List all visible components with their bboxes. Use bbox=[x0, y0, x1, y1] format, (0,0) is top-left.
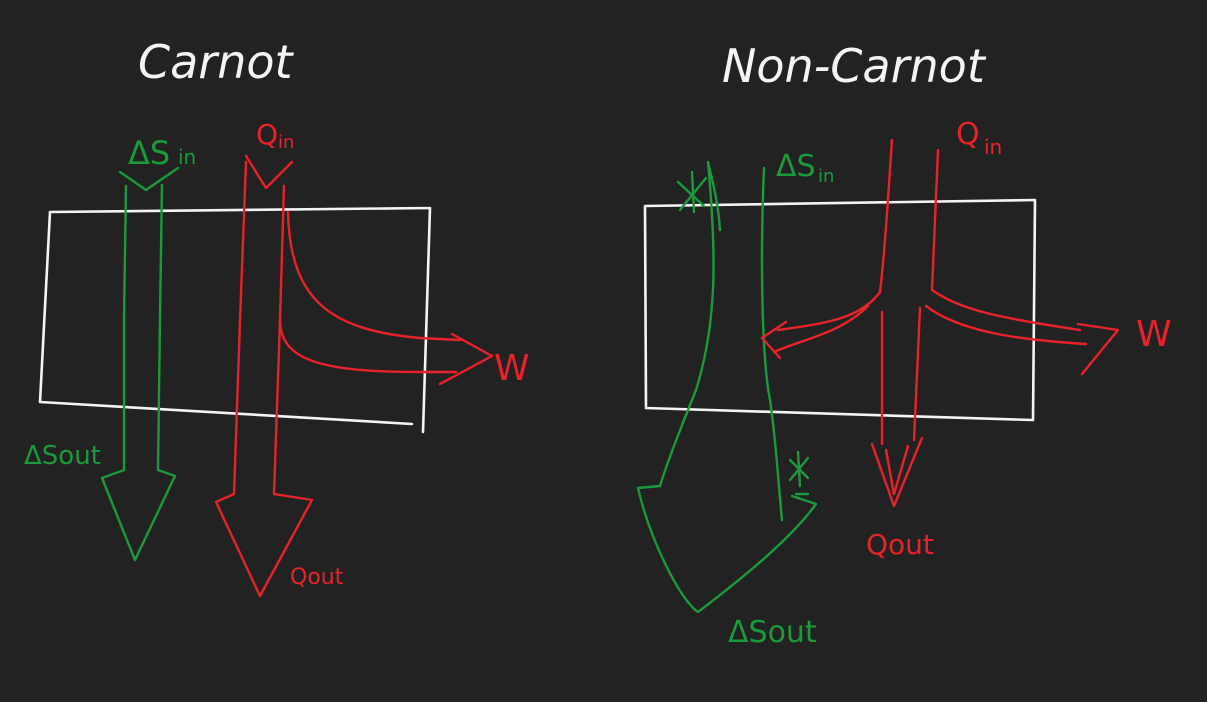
carnot-title: Carnot bbox=[138, 35, 295, 89]
carnot-heat-out-arrow bbox=[214, 492, 314, 598]
non-carnot-heat-out-channel bbox=[880, 306, 922, 446]
non-carnot-diagram: Non-Carnot ΔS in Q in ΔSout Qout W bbox=[636, 39, 1172, 650]
carnot-q-in-label: Q bbox=[256, 118, 278, 151]
carnot-ds-in-label: ΔS bbox=[128, 134, 170, 172]
non-carnot-entropy-out-arrow bbox=[636, 484, 818, 614]
carnot-entropy-out-arrow bbox=[100, 468, 177, 562]
carnot-work-branch bbox=[278, 210, 462, 374]
non-carnot-heat-channel bbox=[878, 138, 940, 294]
carnot-ds-out-label: ΔSout bbox=[24, 441, 101, 471]
carnot-q-out-label: Qout bbox=[290, 565, 344, 590]
carnot-diagram: Carnot ΔS in Q in ΔSout Qout W bbox=[24, 35, 530, 598]
non-carnot-q-in-label: Q bbox=[956, 117, 980, 152]
non-carnot-entropy-channel bbox=[658, 160, 784, 522]
non-carnot-w-label: W bbox=[1136, 314, 1172, 355]
carnot-q-in-subscript: in bbox=[278, 132, 294, 153]
carnot-w-label: W bbox=[494, 348, 530, 389]
non-carnot-q-in-subscript: in bbox=[984, 135, 1002, 159]
non-carnot-heat-branch-right bbox=[924, 288, 1088, 346]
non-carnot-engine-box bbox=[643, 198, 1037, 422]
non-carnot-ds-in-label: ΔS bbox=[776, 149, 816, 184]
non-carnot-ds-out-label: ΔSout bbox=[728, 615, 817, 650]
non-carnot-title: Non-Carnot bbox=[722, 39, 987, 93]
carnot-work-arrowhead bbox=[438, 332, 494, 386]
non-carnot-ds-in-subscript: in bbox=[818, 166, 834, 187]
carnot-heat-in-arrowhead bbox=[244, 154, 294, 190]
non-carnot-q-out-label: Qout bbox=[866, 528, 934, 561]
carnot-entropy-in-arrowhead bbox=[118, 166, 180, 192]
carnot-entropy-channel bbox=[122, 183, 164, 472]
carnot-engine-box bbox=[38, 206, 432, 434]
non-carnot-heat-out-arrow bbox=[870, 436, 924, 508]
carnot-ds-in-subscript: in bbox=[178, 145, 196, 169]
non-carnot-work-arrowhead bbox=[1076, 322, 1120, 376]
non-carnot-heat-branch-left bbox=[772, 290, 882, 354]
non-carnot-star-bottom bbox=[788, 450, 810, 496]
non-carnot-heat-arrow-left bbox=[760, 320, 788, 360]
carnot-heat-channel bbox=[232, 160, 286, 496]
non-carnot-star-top bbox=[676, 170, 708, 214]
